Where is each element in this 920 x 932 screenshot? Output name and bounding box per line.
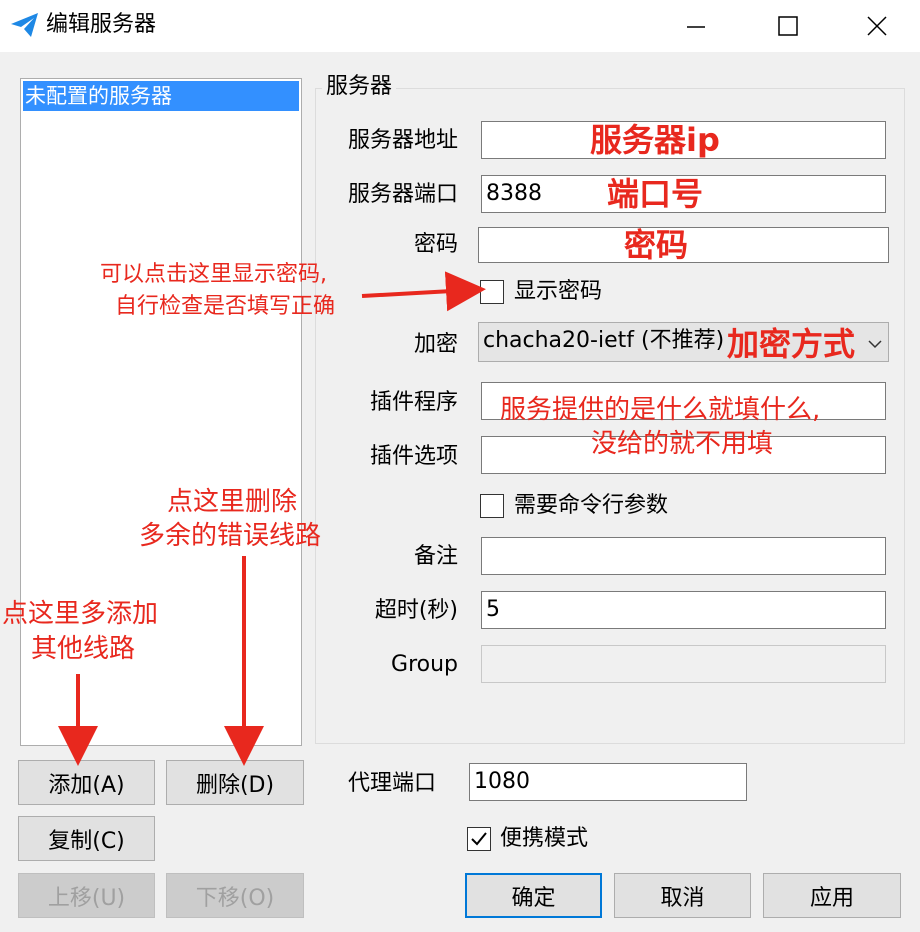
group-input [481, 645, 886, 683]
encryption-value: chacha20-ietf (不推荐) [483, 328, 725, 353]
window-title: 编辑服务器 [46, 12, 157, 37]
cmd-args-label: 需要命令行参数 [514, 493, 669, 518]
minimize-icon [687, 26, 705, 28]
annotation-plugin-line1: 服务提供的是什么就填什么, [500, 395, 821, 425]
annotation-server-ip: 服务器ip [590, 121, 720, 159]
annotation-delete-line1: 点这里删除 [167, 487, 298, 517]
show-password-label: 显示密码 [514, 279, 603, 304]
paper-plane-icon [11, 13, 38, 37]
annotation-encryption-method: 加密方式 [727, 325, 856, 363]
move-down-button: 下移(O) [166, 873, 304, 918]
remarks-input[interactable] [481, 537, 886, 575]
annotation-add-line1: 点这里多添加 [2, 599, 159, 629]
password-label: 密码 [413, 232, 458, 257]
close-button[interactable] [834, 0, 920, 52]
plugin-options-label: 插件选项 [369, 444, 458, 469]
delete-button[interactable]: 删除(D) [166, 760, 304, 805]
apply-button[interactable]: 应用 [763, 873, 901, 918]
cmd-args-checkbox[interactable] [480, 494, 504, 518]
annotation-delete-line2: 多余的错误线路 [139, 521, 322, 551]
chevron-down-icon [868, 340, 882, 349]
annotation-show-password-line2: 自行检查是否填写正确 [115, 294, 336, 319]
encryption-select[interactable]: chacha20-ietf (不推荐) [478, 322, 889, 362]
proxy-port-input[interactable]: 1080 [469, 763, 747, 801]
plugin-program-input[interactable] [481, 382, 886, 420]
maximize-button[interactable] [742, 0, 834, 52]
timeout-input[interactable]: 5 [481, 591, 886, 629]
title-bar [0, 0, 920, 52]
plugin-program-label: 插件程序 [369, 390, 458, 415]
password-input[interactable] [478, 227, 889, 263]
close-icon [867, 16, 887, 36]
server-port-input[interactable]: 8388 [481, 175, 886, 213]
show-password-checkbox[interactable] [480, 280, 504, 304]
portable-mode-label: 便携模式 [500, 826, 589, 851]
list-item[interactable]: 未配置的服务器 [23, 81, 299, 111]
annotation-password: 密码 [624, 226, 689, 264]
cancel-button[interactable]: 取消 [614, 873, 751, 918]
server-address-input[interactable] [481, 121, 886, 159]
annotation-port-number: 端口号 [607, 175, 704, 213]
server-group-title: 服务器 [322, 72, 397, 102]
encryption-label: 加密 [413, 332, 458, 357]
ok-button[interactable]: 确定 [465, 873, 602, 918]
server-groupbox [315, 88, 905, 744]
group-label: Group [391, 652, 458, 677]
remarks-label: 备注 [413, 544, 458, 569]
timeout-label: 超时(秒) [374, 598, 458, 623]
proxy-port-label: 代理端口 [348, 771, 437, 796]
add-button[interactable]: 添加(A) [18, 760, 155, 805]
minimize-button[interactable] [650, 0, 742, 52]
server-list[interactable]: 未配置的服务器 [20, 78, 302, 746]
server-port-label: 服务器端口 [347, 182, 458, 207]
server-address-label: 服务器地址 [347, 128, 458, 153]
portable-mode-checkbox[interactable] [467, 827, 491, 851]
annotation-add-line2: 其他线路 [31, 634, 136, 664]
copy-button[interactable]: 复制(C) [18, 816, 155, 861]
move-up-button: 上移(U) [18, 873, 155, 918]
annotation-show-password-line1: 可以点击这里显示密码, [100, 262, 327, 287]
checkmark-icon [471, 832, 487, 846]
plugin-options-input[interactable] [481, 436, 886, 474]
maximize-icon [778, 16, 798, 36]
annotation-plugin-line2: 没给的就不用填 [591, 429, 774, 459]
